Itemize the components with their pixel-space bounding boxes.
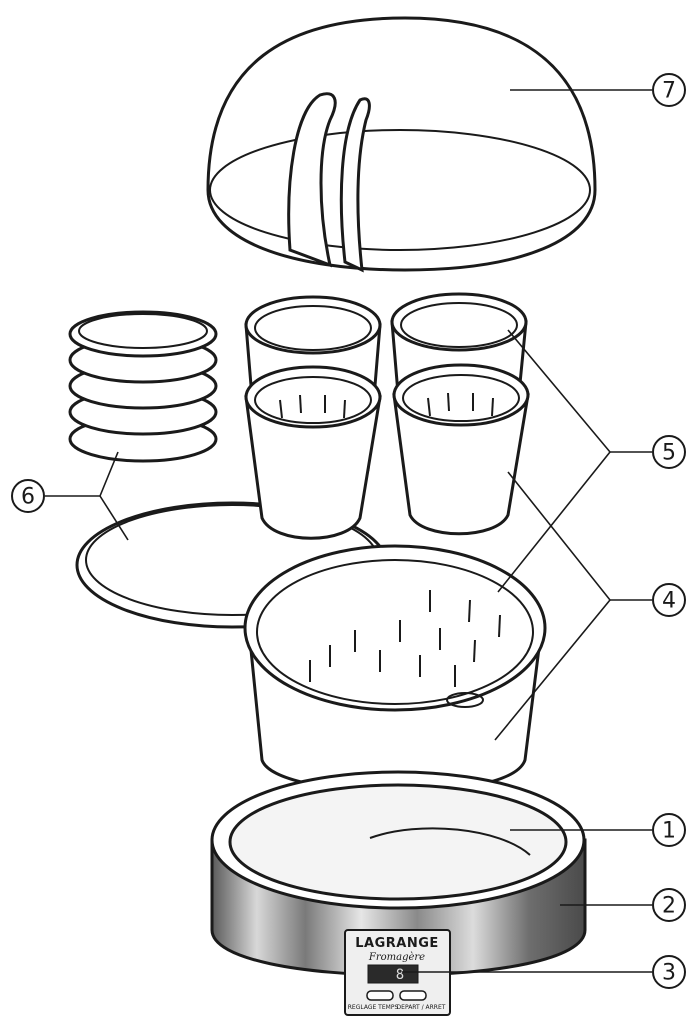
- strainer-container: [243, 544, 547, 794]
- base-unit: LAGRANGE Fromagère 8 REGLAGE TEMPS DEPAR…: [210, 770, 587, 1016]
- leader-6b: [99, 495, 129, 541]
- callout-2: 2: [652, 888, 686, 922]
- display-digit: 8: [396, 967, 404, 983]
- callout-4: 4: [652, 583, 686, 617]
- start-stop-button[interactable]: [399, 990, 427, 1001]
- callout-1-number: 1: [662, 819, 676, 844]
- leader-4a: [507, 471, 652, 601]
- callout-7-number: 7: [662, 79, 676, 104]
- leader-5b: [497, 451, 611, 593]
- leader-lines: [45, 89, 652, 973]
- callout-6-number: 6: [21, 485, 35, 510]
- strainer-cup-front-right: [392, 363, 530, 536]
- display-screen: [367, 964, 419, 984]
- model-label: Fromagère: [368, 952, 425, 963]
- time-setting-button[interactable]: [366, 990, 394, 1001]
- callout-5-number: 5: [662, 441, 676, 466]
- callout-7: 7: [652, 73, 686, 107]
- callout-5: 5: [652, 435, 686, 469]
- callout-6: 6: [11, 479, 45, 513]
- strainer-cup-front-left: [244, 365, 382, 540]
- callout-3: 3: [652, 955, 686, 989]
- time-setting-label: REGLAGE TEMPS: [348, 1004, 399, 1011]
- callout-3-number: 3: [662, 961, 676, 986]
- callout-1: 1: [652, 813, 686, 847]
- callout-4-number: 4: [662, 589, 676, 614]
- leader-4b: [494, 599, 611, 741]
- lids-stack: [68, 310, 218, 463]
- cover: [206, 16, 597, 273]
- callout-2-number: 2: [662, 894, 676, 919]
- leader-5a: [507, 329, 652, 453]
- start-stop-label: DEPART / ARRET: [397, 1004, 446, 1011]
- brand-label: LAGRANGE: [355, 936, 439, 951]
